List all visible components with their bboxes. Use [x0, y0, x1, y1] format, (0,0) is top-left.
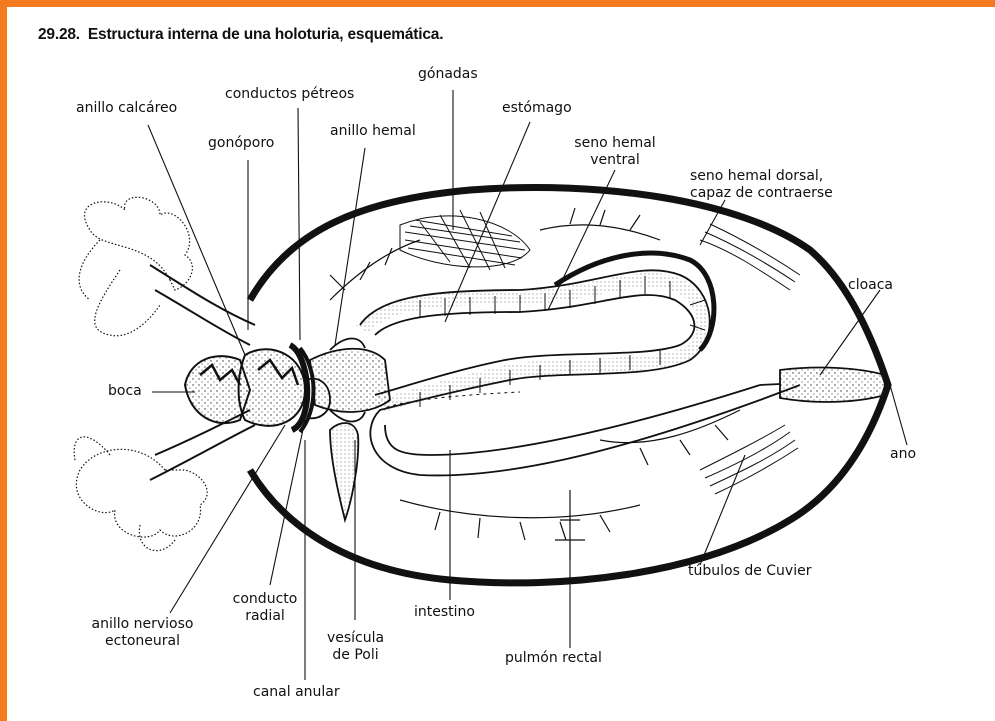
label-conductos-petreos: conductos pétreos: [225, 86, 354, 103]
label-boca: boca: [108, 383, 142, 400]
lower-tentacles: [74, 437, 207, 551]
label-conducto-radial: conducto radial: [225, 591, 305, 625]
label-seno-hemal-ventral-line1: seno hemal: [570, 135, 660, 152]
intestine-inner: [375, 295, 694, 395]
label-vesicula-poli-line1: vesícula: [318, 630, 393, 647]
label-seno-hemal-ventral-line2: ventral: [570, 152, 660, 169]
label-seno-hemal-ventral: seno hemal ventral: [570, 135, 660, 169]
cuvier-tubules: [700, 224, 800, 494]
upper-tentacles: [79, 197, 192, 336]
label-conducto-radial-line1: conducto: [225, 591, 305, 608]
label-anillo-hemal: anillo hemal: [330, 123, 416, 140]
label-seno-hemal-dorsal: seno hemal dorsal, capaz de contraerse: [690, 168, 833, 202]
label-vesicula-poli-line2: de Poli: [318, 647, 393, 664]
label-conducto-radial-line2: radial: [225, 608, 305, 625]
label-seno-hemal-dorsal-line2: capaz de contraerse: [690, 185, 833, 202]
label-estomago: estómago: [502, 100, 572, 117]
label-gonadas: gónadas: [418, 66, 478, 83]
mouth-region: [185, 345, 307, 430]
label-vesicula-poli: vesícula de Poli: [318, 630, 393, 664]
label-cloaca: cloaca: [848, 277, 893, 294]
label-intestino: intestino: [414, 604, 475, 621]
label-canal-anular: canal anular: [253, 684, 340, 701]
label-tubulos-cuvier: túbulos de Cuvier: [688, 563, 811, 580]
label-pulmon-rectal: pulmón rectal: [505, 650, 602, 667]
label-ano: ano: [890, 446, 916, 463]
label-anillo-nervioso-line2: ectoneural: [80, 633, 205, 650]
label-seno-hemal-dorsal-line1: seno hemal dorsal,: [690, 168, 833, 185]
label-gonoporo: gonóporo: [208, 135, 274, 152]
label-anillo-nervioso-line1: anillo nervioso: [80, 616, 205, 633]
respiratory-tree: [330, 208, 740, 560]
label-anillo-calcareo: anillo calcáreo: [76, 100, 177, 117]
pharynx: [310, 338, 390, 421]
cloaca: [780, 368, 885, 402]
label-anillo-nervioso: anillo nervioso ectoneural: [80, 616, 205, 650]
